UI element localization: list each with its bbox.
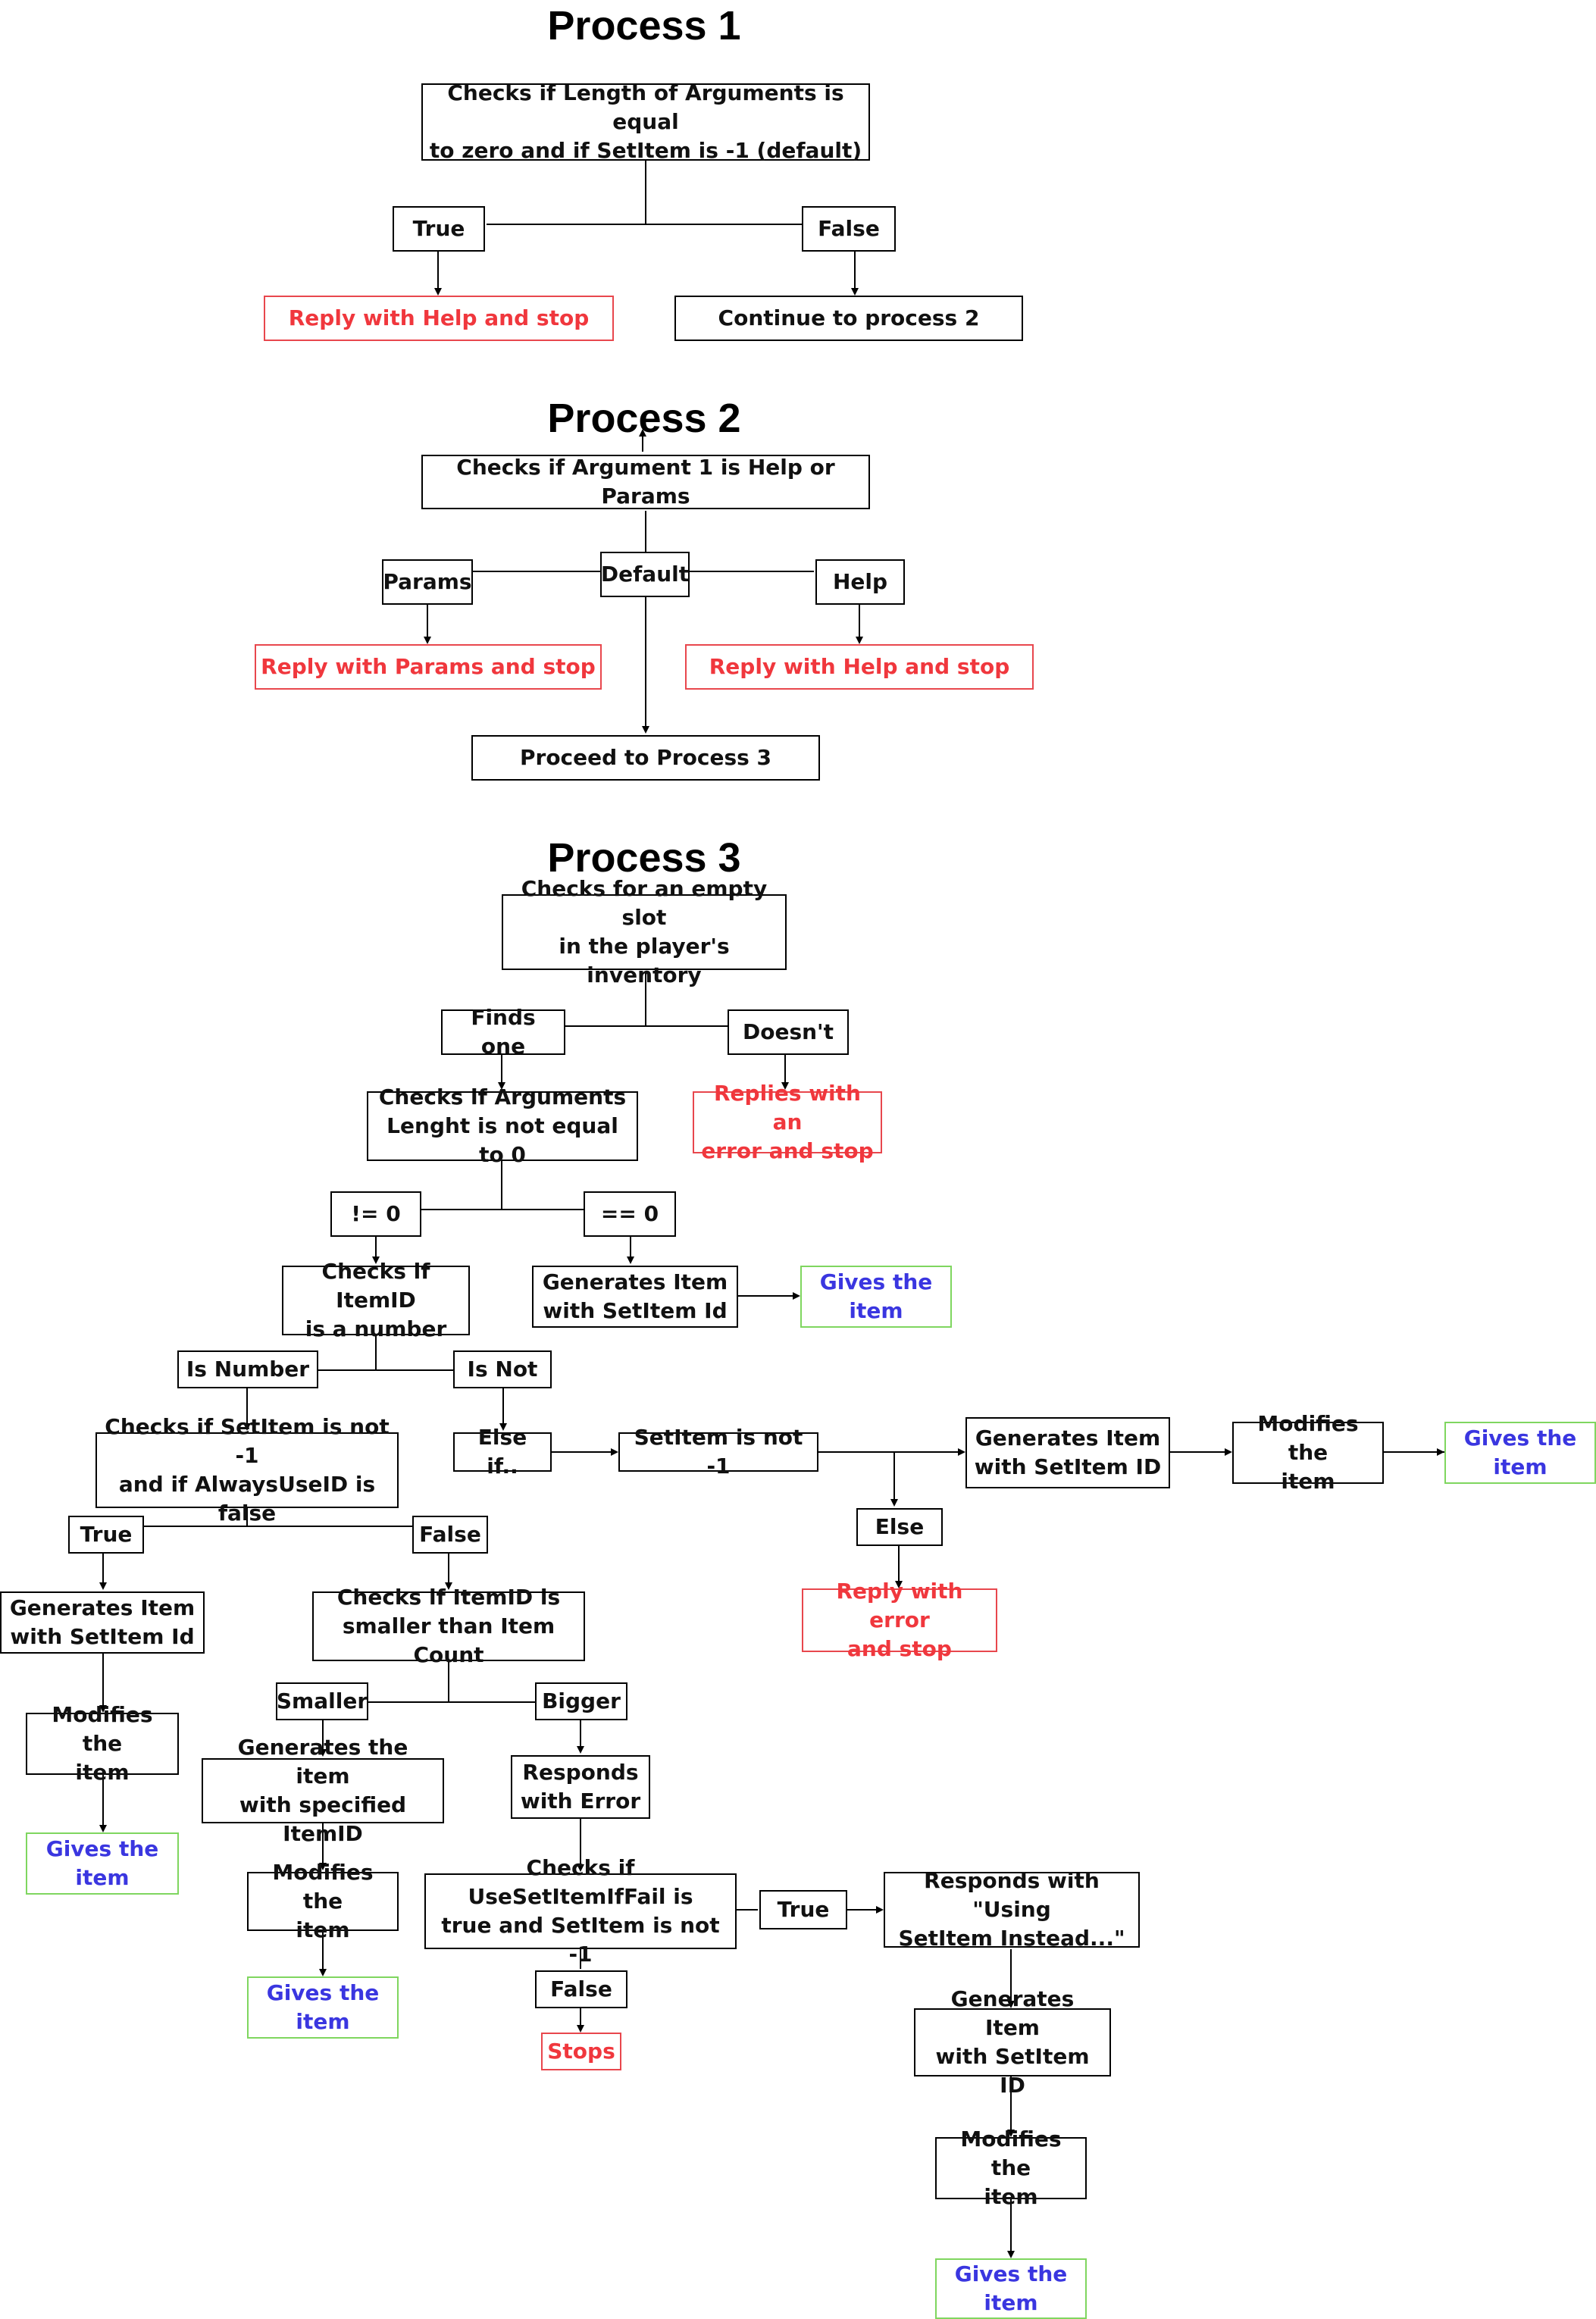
process-2-proceed: Proceed to Process 3 [471,735,820,781]
process-3-modify-item-e: Modifies the item [935,2127,1087,2209]
process-3-is-not: Is Not [453,1350,552,1388]
process-3-generate-specified: Generates the item with specified ItemID [202,1735,444,1846]
process-3-modify-item-b: Modifies the item [1232,1411,1384,1494]
process-3-is-number: Is Number [177,1350,318,1388]
process-3-gives-item-a: Gives the item [800,1266,952,1328]
process-1-reply-help: Reply with Help and stop [264,296,614,341]
process-3-gives-item-e: Gives the item [935,2258,1087,2319]
process-1-title: Process 1 [547,3,741,49]
process-2-title: Process 2 [547,396,741,441]
process-3-check-args-length: Checks if Arguments Lenght is not equal … [367,1084,638,1167]
process-3-check-itemid-count: Checks if ItemID is smaller than Item Co… [312,1585,585,1667]
process-3-else-if: Else if.. [453,1425,552,1479]
connector [818,1451,898,1507]
process-2-params-branch: Params [382,559,473,605]
process-3-title: Process 3 [547,835,741,881]
process-3-gives-item-b: Gives the item [1444,1422,1596,1484]
process-3-reply-error-else: Reply with error and stop [802,1579,997,1661]
process-3-check-setitem-alwaysuseid: Checks if SetItem is not -1 and if Alway… [95,1414,399,1526]
process-3-false-branch-2: False [535,1970,627,2008]
process-3-modify-item-c: Modifies the item [26,1702,179,1785]
process-3-smaller: Smaller [276,1682,368,1720]
process-1-true-branch: True [393,206,485,252]
process-3-generate-setitem-e: Generates Item with SetItem ID [914,1986,1111,2098]
process-2-reply-help: Reply with Help and stop [685,644,1034,690]
process-3-finds-one: Finds one [441,1005,565,1059]
process-3-equal-zero: == 0 [584,1191,676,1237]
process-2-default-branch: Default [600,552,690,597]
process-3-modify-item-d: Modifies the item [247,1860,399,1942]
connector [487,161,646,225]
process-3-doesnt: Doesn't [728,1009,849,1055]
process-3-true-branch: True [68,1516,144,1554]
process-1-false-branch: False [802,206,896,252]
process-3-gives-item-d: Gives the item [247,1976,399,2039]
process-3-generate-setitem-b: Generates Item with SetItem ID [965,1417,1170,1488]
process-1-continue: Continue to process 2 [674,296,1023,341]
process-3-generate-setitem-c: Generates Item with SetItem Id [0,1591,205,1654]
process-3-bigger: Bigger [535,1682,627,1720]
process-3-false-branch: False [412,1516,488,1554]
process-1-check-arguments: Checks if Length of Arguments is equal t… [421,80,870,163]
process-3-setitem-not-minus-one: SetItem is not -1 [618,1425,818,1479]
process-2-help-branch: Help [815,559,905,605]
process-3-generate-setitem-a: Generates Item with SetItem Id [532,1266,738,1328]
process-3-check-slot: Checks for an empty slot in the player's… [502,876,787,987]
process-3-not-equal-zero: != 0 [330,1191,421,1237]
process-2-reply-params: Reply with Params and stop [255,644,602,690]
process-3-check-usesetitemiffail: Checks if UseSetItemIfFail is true and S… [424,1855,737,1967]
process-3-responds-error: Responds with Error [511,1755,650,1819]
process-3-reply-error-slot: Replies with an error and stop [693,1081,882,1163]
process-3-gives-item-c: Gives the item [26,1832,179,1895]
process-2-check-argument: Checks if Argument 1 is Help or Params [421,455,870,509]
process-3-else: Else [856,1508,943,1546]
process-3-check-itemid-number: Checks if ItemID is a number [282,1259,470,1341]
process-3-true-branch-2: True [759,1890,847,1929]
process-3-stops: Stops [541,2033,621,2070]
process-3-responds-using-setitem: Responds with "Using SetItem Instead..." [884,1868,1140,1951]
